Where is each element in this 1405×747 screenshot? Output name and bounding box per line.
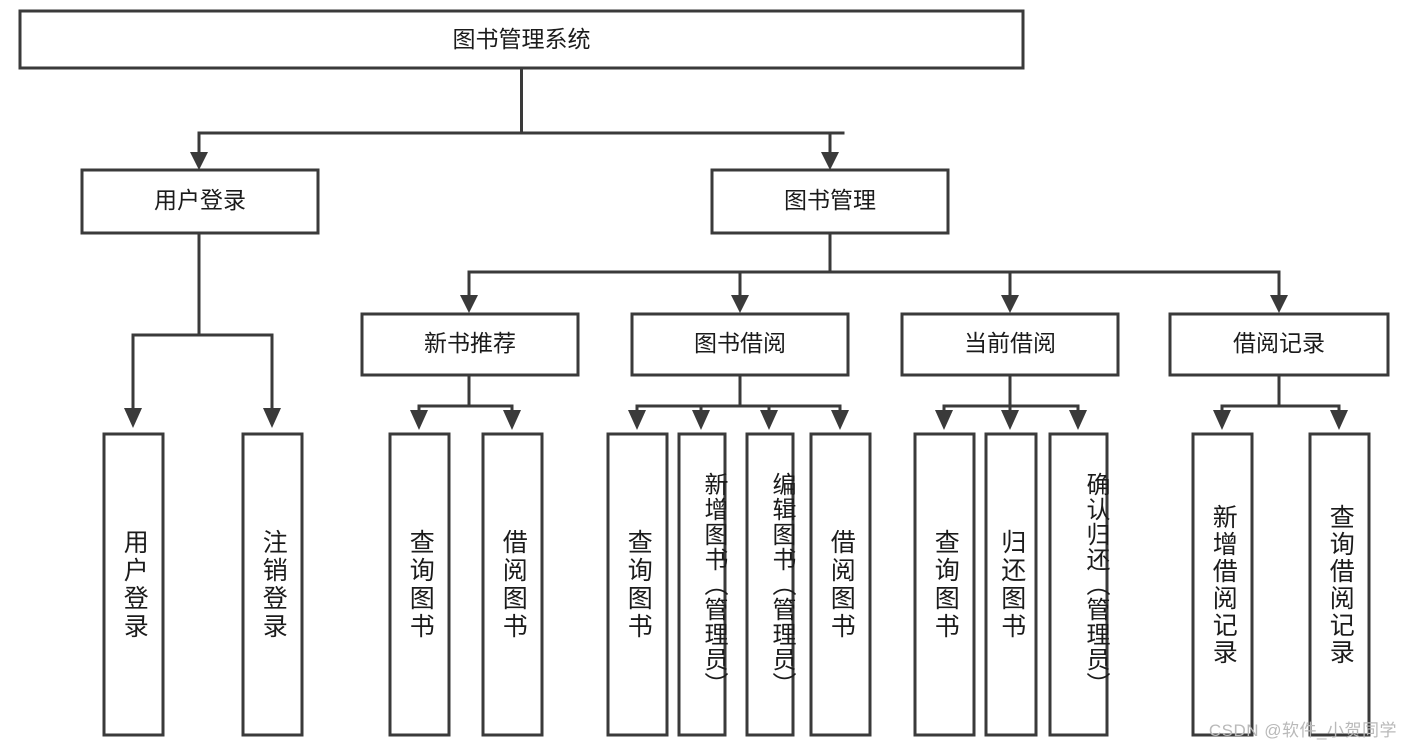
node-book-borrow-label: 图书借阅: [694, 330, 786, 356]
node-root-label: 图书管理系统: [453, 26, 591, 52]
watermark-text: CSDN @软件_小贺同学: [1208, 721, 1397, 740]
leaf-box-book-borrow-0[interactable]: [606, 432, 669, 737]
leaf-box-current-borrow-1[interactable]: [984, 432, 1038, 737]
leaf-box-user-login-1[interactable]: [241, 432, 304, 737]
leaf-box-book-borrow-1[interactable]: [677, 432, 727, 737]
leaf-box-borrow-record-1[interactable]: [1308, 432, 1371, 737]
connector-borrow-record-to-leaves: [1213, 373, 1348, 430]
node-book-manage-label: 图书管理: [784, 187, 876, 213]
node-new-book-recommend-label: 新书推荐: [424, 330, 516, 356]
node-new-book-recommend[interactable]: [360, 312, 580, 377]
leaf-box-book-borrow-2[interactable]: [745, 432, 795, 737]
node-borrow-record-label: 借阅记录: [1233, 330, 1325, 356]
node-current-borrow[interactable]: [900, 312, 1120, 377]
leaf-box-new-book-1[interactable]: [481, 432, 544, 737]
node-book-manage[interactable]: [710, 168, 950, 235]
connector-user-login-to-leaves: [124, 231, 281, 428]
connector-root-to-level2: [190, 66, 845, 170]
node-user-login-label: 用户登录: [154, 187, 246, 213]
connector-book-borrow-to-leaves: [628, 373, 849, 430]
node-borrow-record[interactable]: [1168, 312, 1390, 377]
connector-new-book-to-leaves: [410, 373, 521, 430]
connector-book-manage-to-level3: [460, 231, 1288, 313]
leaf-box-current-borrow-2[interactable]: [1048, 432, 1109, 737]
leaf-box-new-book-0[interactable]: [388, 432, 451, 737]
leaf-box-user-login-0[interactable]: [102, 432, 165, 737]
leaf-box-current-borrow-0[interactable]: [913, 432, 976, 737]
node-current-borrow-label: 当前借阅: [964, 330, 1056, 356]
leaf-box-borrow-record-0[interactable]: [1191, 432, 1254, 737]
leaf-box-book-borrow-3[interactable]: [809, 432, 872, 737]
node-root[interactable]: [18, 9, 1025, 70]
connector-current-borrow-to-leaves: [935, 373, 1087, 430]
node-user-login[interactable]: [80, 168, 320, 235]
node-book-borrow[interactable]: [630, 312, 850, 377]
